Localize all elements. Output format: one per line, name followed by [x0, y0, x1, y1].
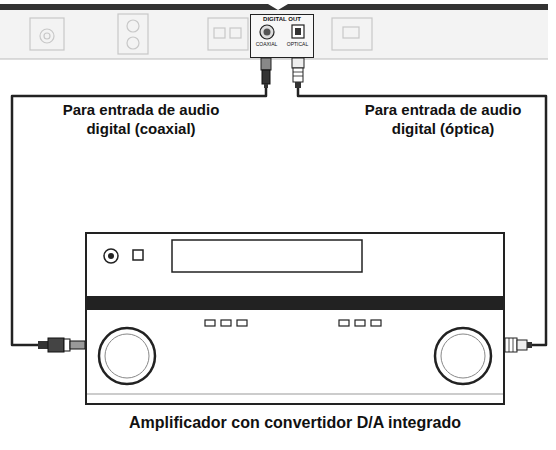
cable-label: Para entrada de audio digital (coaxial) — [40, 100, 242, 138]
optical-plug-amp — [505, 338, 532, 352]
panel-bottom-edge — [0, 59, 548, 60]
cable-label: Para entrada de audio digital (óptica) — [342, 100, 544, 138]
coaxial-plug-amp — [38, 338, 85, 352]
faded-connectors — [30, 14, 372, 54]
amplifier-box: Amplificador con convertidor D/A integra… — [85, 232, 505, 405]
amplifier-front — [87, 234, 503, 403]
port-label: COAXIAL — [251, 41, 282, 47]
panel-face — [0, 9, 548, 59]
port-group-label: DIGITAL OUT — [251, 16, 313, 23]
digital-out-panel: DIGITAL OUT COAXIALOPTICAL — [250, 14, 314, 58]
panel-top-edge — [0, 4, 548, 10]
port-label-row: COAXIALOPTICAL — [251, 41, 313, 47]
jack-symbols — [251, 23, 313, 41]
device-caption: Amplificador con convertidor D/A integra… — [129, 413, 461, 433]
optical-plug-top — [292, 58, 304, 88]
coaxial-plug-top — [261, 58, 271, 88]
port-label: OPTICAL — [282, 41, 313, 47]
